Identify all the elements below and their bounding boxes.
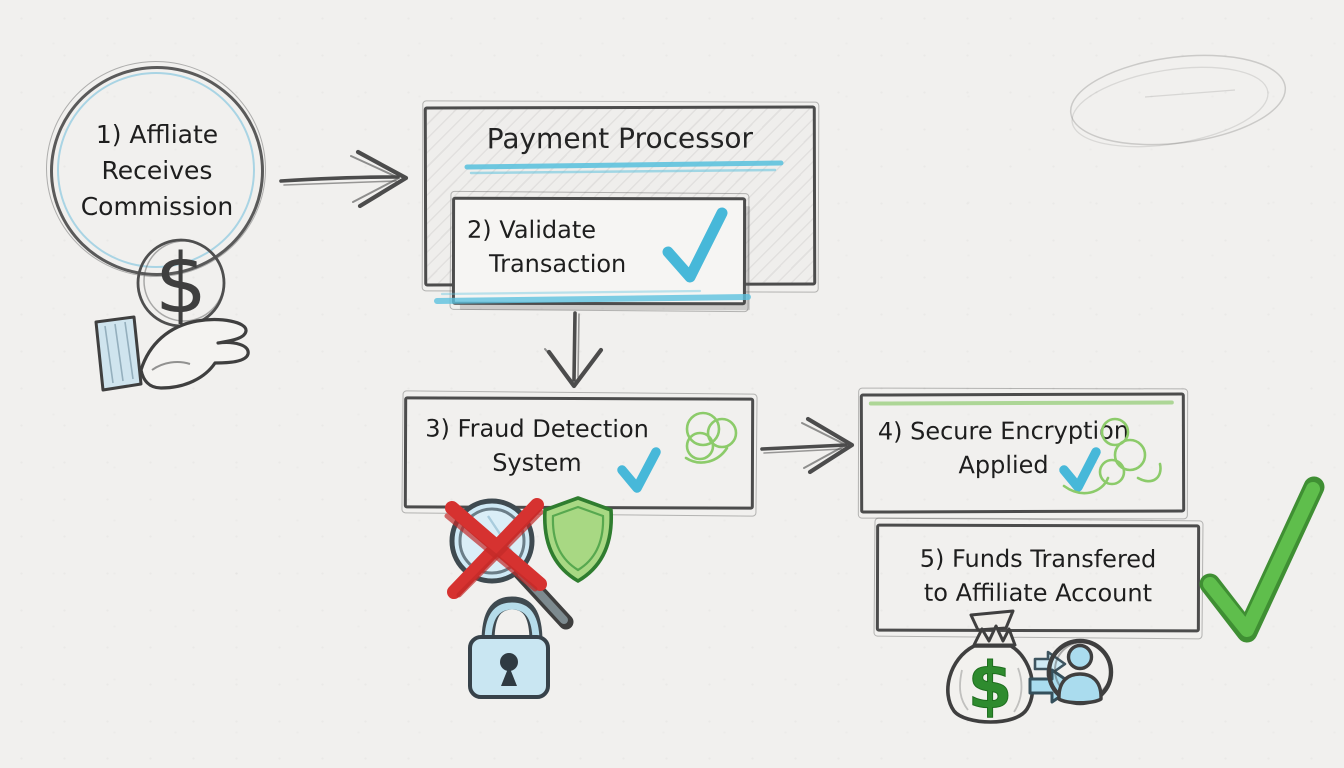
arrow-right-icon-2 [760, 416, 855, 475]
node-step5-funds-transferred: 5) Funds Transfered to Affiliate Account [875, 523, 1201, 633]
transfer-arrows-icon [1028, 650, 1077, 704]
step4-label-line2: Applied [958, 450, 1049, 480]
step5-label-line1: 5) Funds Transfered [919, 544, 1157, 574]
money-bag-dollar-glyph: $ [968, 650, 1013, 724]
payment-processor-title: Payment Processor [486, 121, 754, 156]
step1-label-line3: Commission [80, 192, 234, 221]
step2-label-line1: 2) Validate [467, 215, 597, 244]
big-check-icon [1199, 476, 1325, 643]
step4-label: 4) Secure Encryption Applied [863, 395, 1182, 482]
step3-label-line1: 3) Fraud Detection [425, 414, 649, 444]
step5-label: 5) Funds Transfered to Affiliate Account [879, 527, 1197, 611]
node-step2-validate-transaction: 2) Validate Transaction [451, 196, 747, 306]
step3-label-line2: System [492, 448, 582, 478]
hand-icon [94, 315, 250, 392]
arrow-right-icon [279, 149, 409, 209]
step1-label-line2: Receives [101, 156, 213, 185]
step5-label-line2: to Affiliate Account [923, 578, 1153, 608]
red-x-icon [444, 498, 547, 599]
step1-label: 1) Affliate Receives Commission [81, 117, 234, 225]
step4-label-line1: 4) Secure Encryption [877, 416, 1130, 446]
shield-icon [542, 496, 614, 583]
step3-label: 3) Fraud Detection System [407, 399, 751, 480]
step2-label: 2) Validate Transaction [455, 200, 743, 282]
arrow-down-icon [544, 311, 604, 389]
node-step1-affiliate-receives-commission: 1) Affliate Receives Commission [50, 66, 264, 276]
lock-icon [468, 596, 550, 699]
magnifier-icon [449, 498, 574, 630]
node-step3-fraud-detection-system: 3) Fraud Detection System [403, 396, 755, 510]
node-step4-secure-encryption-applied: 4) Secure Encryption Applied [859, 392, 1186, 514]
pencil-ellipse-sketch-icon [1069, 54, 1287, 148]
person-icon [1046, 638, 1114, 706]
step2-label-line2: Transaction [488, 249, 627, 279]
step1-label-line1: 1) Affliate [95, 120, 219, 149]
